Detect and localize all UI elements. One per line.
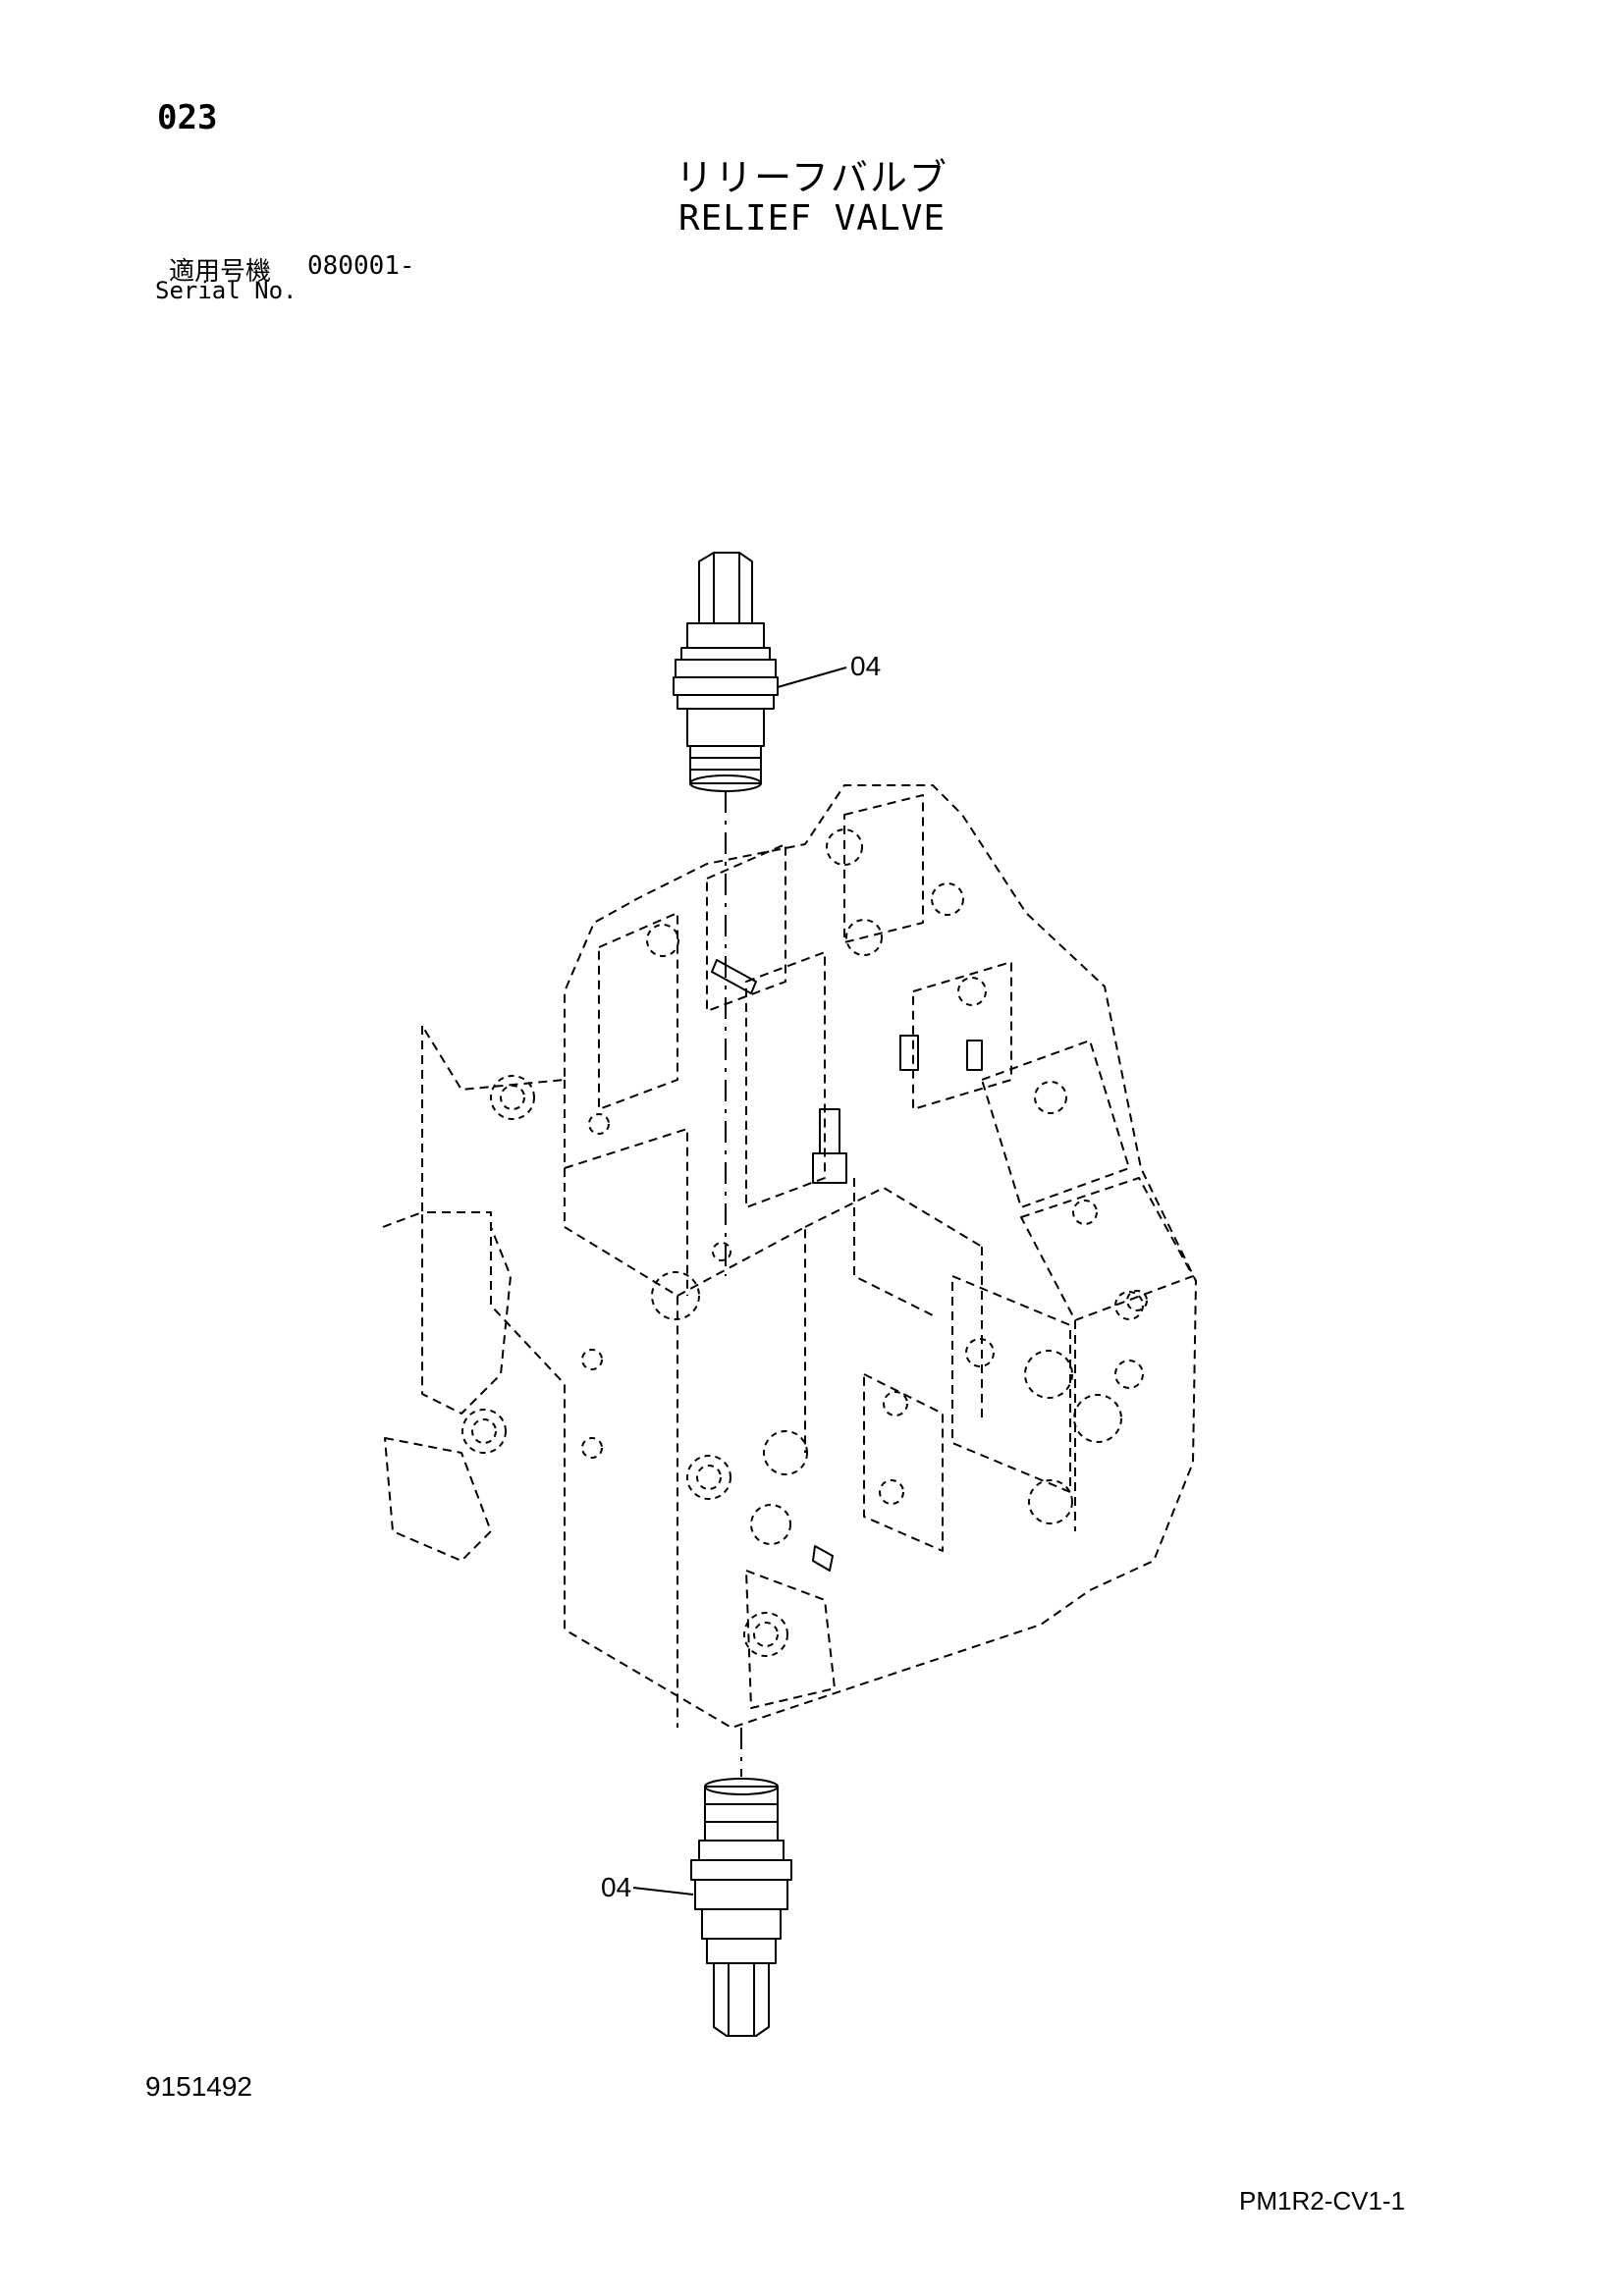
serial-label-english: Serial No. (155, 277, 298, 304)
callout-lower: 04 (601, 1872, 631, 1902)
drawing-code: PM1R2-CV1-1 (1239, 2186, 1406, 2216)
lower-relief-valve-icon (690, 1778, 792, 2037)
serial-label-japanese: 適用号機 (169, 257, 272, 287)
callout-upper: 04 (850, 651, 881, 681)
serial-range: 080001- (307, 251, 415, 281)
title-english: RELIEF VALVE (677, 198, 947, 239)
fitting-details (711, 959, 983, 1572)
port-holes (461, 828, 1148, 1657)
upper-leader-line (777, 667, 847, 688)
control-valve-block-icon (382, 784, 1197, 1729)
page-number: 023 (157, 98, 218, 137)
document-number: 9151492 (145, 2071, 253, 2102)
title-japanese: リリーフバルブ (676, 156, 948, 199)
upper-relief-valve-icon (673, 552, 779, 792)
lower-leader-line (632, 1887, 694, 1896)
